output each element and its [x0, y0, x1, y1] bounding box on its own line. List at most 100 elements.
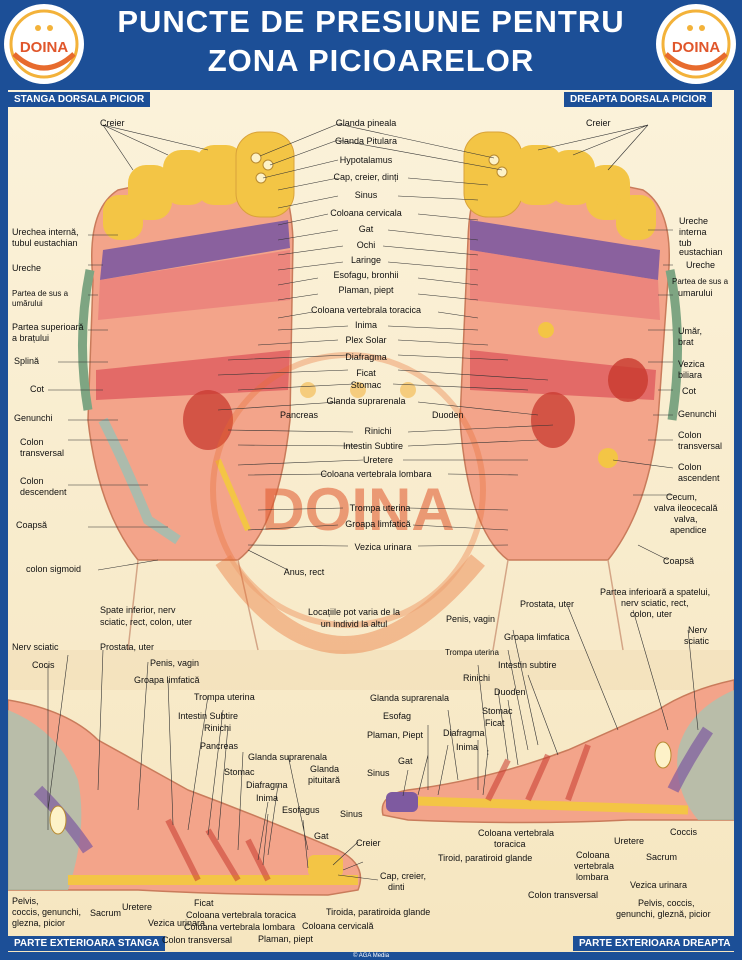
- note-line-1: Locațiile pot varia de la: [307, 607, 401, 617]
- label-br-vezica: Vezica urinara: [630, 880, 688, 890]
- label-glanda-pineala: Glanda pineala: [335, 118, 397, 128]
- foot-illustrations: DOINA: [8, 90, 734, 952]
- label-bl-pelvis-1: Pelvis,: [12, 896, 39, 906]
- label-intestin-subtire: Intestin Subtire: [342, 441, 404, 451]
- label-br-coloana-t1: Coloana vertebrala: [478, 828, 555, 838]
- section-header-bottom-right: PARTE EXTERIOARA DREAPTA: [573, 936, 737, 951]
- label-left-ureche: Ureche: [12, 263, 42, 273]
- label-glanda-pitulara: Glanda Pitulara: [334, 136, 398, 146]
- label-bl-coloana-tor: Coloana vertebrala toracica: [186, 910, 297, 920]
- label-bl-trompa: Trompa uterina: [194, 692, 255, 702]
- label-br-groapa: Groapa limfatica: [504, 632, 570, 642]
- label-right-umar-1: Umăr,: [678, 326, 703, 336]
- left-toe-4: [128, 165, 172, 220]
- label-ficat: Ficat: [356, 368, 376, 378]
- right-toe-3: [550, 150, 595, 205]
- label-right-ureche-i3: tub: [679, 238, 692, 248]
- label-right-ureche-i4: eustachian: [679, 247, 723, 257]
- label-ochi: Ochi: [356, 240, 376, 250]
- label-bl-sinus: Sinus: [340, 809, 363, 819]
- label-right-partea-sus-1: Partea de sus a: [672, 277, 729, 286]
- left-side-foot: [8, 699, 362, 896]
- label-br-glanda-supra: Glanda suprarenala: [370, 693, 450, 703]
- right-foot-purple-band: [470, 220, 660, 280]
- right-side-heel-zone: [677, 690, 734, 820]
- logo-figure-icon: [699, 25, 705, 31]
- title-line-1: PUNCTE DE PRESIUNE PENTRU: [117, 4, 625, 39]
- label-right-ureche: Ureche: [686, 260, 716, 270]
- leader-line: [47, 649, 379, 881]
- label-bl-cap-1: Cap, creier,: [380, 871, 427, 881]
- leader-line: [269, 139, 503, 171]
- label-bl-vezica: Vezica urinara: [148, 918, 206, 928]
- label-right-partea-sus-2: umarului: [678, 288, 713, 298]
- label-br-partea-2: nerv sciatic, rect,: [621, 598, 689, 608]
- label-bl-glanda-pit-2: pituitară: [308, 775, 341, 785]
- label-diafragma: Diafragma: [345, 352, 387, 362]
- label-inima: Inima: [354, 320, 378, 330]
- leader-line: [48, 361, 168, 571]
- label-left-creier: Creier: [100, 118, 125, 128]
- label-right-vezica-2: biliara: [678, 370, 703, 380]
- section-header-bottom-left: PARTE EXTERIOARA STANGA: [8, 936, 166, 951]
- label-right-creier: Creier: [586, 118, 611, 128]
- leader-line: [277, 213, 479, 226]
- label-right-colon-a1: Colon: [678, 462, 702, 472]
- label-br-ficat: Ficat: [485, 718, 505, 728]
- label-bl-creier: Creier: [356, 838, 381, 848]
- watermark-figure-icon: [400, 382, 416, 398]
- label-left-urechea-2: tubul eustachian: [12, 238, 78, 248]
- label-br-colon-tr: Colon transversal: [528, 890, 599, 900]
- right-pituitary-point: [496, 166, 508, 178]
- leader-line: [277, 277, 479, 286]
- left-foot-chest-zone: [98, 250, 290, 320]
- label-br-trompa: Trompa uterina: [445, 648, 499, 657]
- logo-swoosh: [12, 52, 76, 71]
- label-bl-cap-2: dinti: [388, 882, 405, 892]
- left-pituitary-point: [262, 159, 274, 171]
- leader-line: [277, 325, 479, 331]
- left-pineal-point: [250, 152, 262, 164]
- right-pineal-point: [488, 154, 500, 166]
- label-bl-coloana-cerv: Coloana cervicală: [302, 921, 374, 931]
- watermark-figure-icon: [300, 382, 316, 398]
- label-duoden: Duoden: [432, 410, 464, 420]
- label-br-esofag: Esofag: [383, 711, 412, 721]
- left-side-big-toe: [308, 855, 343, 877]
- label-glanda-suprarenala: Glanda suprarenala: [326, 396, 406, 406]
- right-foot-liver-zone: [608, 358, 648, 402]
- label-br-inima: Inima: [456, 742, 479, 752]
- label-right-cecum-4: apendice: [670, 525, 707, 535]
- label-bl-glanda-pit-1: Glanda: [310, 764, 340, 774]
- label-right-colon-t1: Colon: [678, 430, 702, 440]
- leader-line: [277, 311, 479, 319]
- label-left-coapsa: Coapsă: [16, 520, 48, 530]
- label-bl-nerv-sciatic: Nerv sciatic: [12, 642, 59, 652]
- right-side-spine-zone: [387, 795, 689, 815]
- label-br-stomac: Stomac: [482, 706, 513, 716]
- right-foot-chest-zone: [470, 250, 660, 320]
- label-br-pelvis-1: Pelvis, coccis,: [638, 898, 695, 908]
- label-stomac: Stomac: [350, 380, 382, 390]
- label-gat: Gat: [358, 224, 374, 234]
- label-rinichi: Rinichi: [364, 426, 392, 436]
- label-br-coloana-l3: lombara: [576, 872, 609, 882]
- left-foot-ureter-zone: [215, 458, 251, 532]
- label-bl-colon-tr: Colon transversal: [162, 935, 233, 945]
- label-bl-diafragma: Diafragma: [246, 780, 288, 790]
- label-left-partea-sup-1: Partea superioară: [12, 322, 84, 332]
- left-ankle-outline: [127, 559, 259, 651]
- chart-panel: DOINA: [8, 90, 737, 952]
- label-bl-sacrum: Sacrum: [90, 908, 122, 918]
- label-vezica-urinara: Vezica urinara: [354, 542, 412, 552]
- leader-line: [257, 339, 489, 346]
- label-br-prostata: Prostata, uter: [520, 599, 575, 609]
- label-left-splina: Splină: [14, 356, 40, 366]
- leader-line: [247, 524, 509, 531]
- leader-line: [277, 261, 479, 271]
- title-line-2: ZONA PICIOARELOR: [207, 43, 535, 78]
- left-toe-2: [196, 145, 244, 205]
- label-br-diafragma: Diafragma: [443, 728, 485, 738]
- label-left-urechea-1: Urechea internă,: [12, 227, 79, 237]
